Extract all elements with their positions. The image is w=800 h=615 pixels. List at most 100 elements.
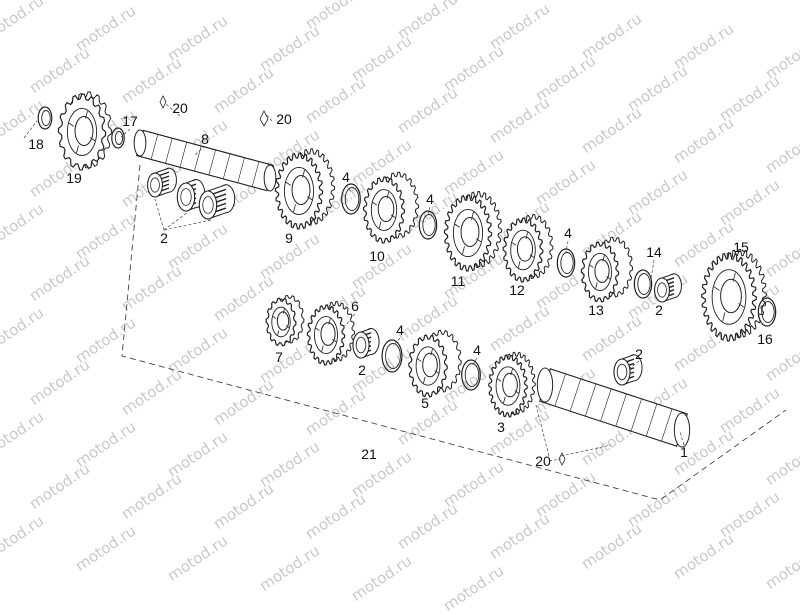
callout-10: 10 <box>369 248 385 264</box>
part-gear-15-spoke <box>732 272 736 282</box>
part-circlip-18-outer <box>37 106 53 130</box>
part-gear-11-spoke <box>462 246 465 255</box>
part-gear-15-web <box>711 269 747 325</box>
part-gear-3-bore <box>502 372 518 398</box>
leader-line <box>23 120 38 139</box>
part-bearing-2f <box>613 354 643 386</box>
part-circlip-4a-inner <box>344 187 360 211</box>
leader-line <box>629 360 640 369</box>
part-shaft-1-spline <box>630 398 642 432</box>
part-gear-11 <box>443 190 503 272</box>
part-gear-5-spoke <box>434 370 439 374</box>
part-gear-5-spoke <box>417 358 422 362</box>
part-circlip-4a <box>341 183 361 215</box>
callout-17: 17 <box>122 113 138 129</box>
frame-outline <box>121 164 787 501</box>
part-sprocket-19-spoke <box>68 122 74 127</box>
part-shaft-8-spline <box>222 153 231 179</box>
part-gear-13-spoke <box>595 282 598 289</box>
part-circlip-4d <box>381 339 403 373</box>
callout-18: 18 <box>28 136 44 152</box>
leader-line <box>471 357 478 367</box>
part-gear-3-spoke <box>510 368 513 376</box>
part-shaft-8-spline <box>237 157 245 183</box>
part-shaft-1-body <box>539 368 688 447</box>
part-gear-12-spoke <box>517 261 521 268</box>
callout-4-a: 4 <box>342 169 350 185</box>
part-circlip-4b <box>418 210 438 240</box>
part-bearing-2c-front <box>198 190 218 220</box>
part-gear-6-spoke <box>328 318 331 325</box>
part-bearing-2a <box>147 167 177 198</box>
part-gear-13-bore <box>594 259 610 283</box>
leader-line <box>548 458 562 462</box>
callout-11: 11 <box>450 273 466 289</box>
callout-12: 12 <box>509 282 525 298</box>
callout-13: 13 <box>588 302 604 318</box>
part-bearing-2f-front <box>613 358 631 386</box>
part-shaft-1-end-right <box>673 412 691 448</box>
callout-20-bottom: 20 <box>535 453 551 469</box>
leader-line <box>679 431 685 446</box>
part-gear-10 <box>362 171 420 244</box>
part-gear-6-web <box>314 315 338 355</box>
callout-21: 21 <box>361 446 377 462</box>
part-gear-6-spoke <box>315 327 320 331</box>
leader-line <box>265 113 273 122</box>
callout-2-lower-right: 2 <box>635 346 643 362</box>
part-gear-10-web <box>370 189 398 231</box>
callout-2-middle: 2 <box>358 362 366 378</box>
part-gear-15-spoke <box>738 303 745 308</box>
part-gear-13 <box>580 236 634 303</box>
part-shaft-8-spline <box>208 149 216 176</box>
leader-line <box>163 211 189 231</box>
part-gear-9-spoke <box>285 181 291 186</box>
part-gear-12-spoke <box>525 232 529 239</box>
part-gear-9-web <box>283 166 315 216</box>
leader-line <box>427 206 431 215</box>
part-gear-10-spoke <box>390 214 396 219</box>
leader-line <box>535 404 550 457</box>
part-sprocket-19-spoke <box>85 110 88 119</box>
part-pin-20c <box>558 452 566 466</box>
part-washer-14 <box>633 269 653 299</box>
part-bearing-2e-edge-top <box>360 328 372 333</box>
part-gear-11-spoke <box>476 238 482 243</box>
part-gear-11-bore <box>460 217 480 247</box>
leader-line <box>392 337 401 347</box>
part-shaft-8-end-right <box>263 164 277 192</box>
part-circlip-4e-outer <box>461 359 481 391</box>
callout-19: 19 <box>66 170 82 186</box>
part-gear-12-spoke <box>529 254 535 258</box>
part-gear-7-spoke <box>277 330 280 336</box>
part-gear-12 <box>502 213 554 283</box>
part-gear-10-bore <box>377 195 395 223</box>
part-shaft-1-spline <box>569 378 582 412</box>
callout-20-top-right: 20 <box>276 111 292 127</box>
part-circlip-4c-inner <box>560 252 574 274</box>
part-gear-3 <box>488 351 536 418</box>
part-gear-15 <box>701 248 767 342</box>
part-gear-13-spoke <box>606 276 611 280</box>
part-gear-9-spoke <box>302 169 305 178</box>
part-gear-12-spoke <box>511 242 517 246</box>
part-bearing-2b-front <box>176 182 196 212</box>
part-washer-14-outer <box>633 269 653 299</box>
part-gear-11-web <box>452 208 484 258</box>
callout-15: 15 <box>733 239 749 255</box>
part-circlip-4a-outer <box>341 183 361 215</box>
part-gear-3-spoke <box>497 378 502 382</box>
callout-2-left: 2 <box>160 230 168 246</box>
part-shaft-8-spline <box>251 161 260 187</box>
leader-lines <box>23 103 685 462</box>
part-bearing-2f-edge-top <box>621 354 635 360</box>
callout-20-top-left: 20 <box>172 100 188 116</box>
part-gear-6-bore <box>320 322 336 346</box>
part-gear-12-bore <box>516 236 534 262</box>
part-gear-9-spoke <box>307 196 313 201</box>
part-bearing-2b-edge-top <box>185 179 197 184</box>
part-bearing-2d <box>654 273 682 303</box>
part-circlip-4b-outer <box>418 210 438 240</box>
part-circlip-4c-outer <box>556 248 576 278</box>
part-gear-15-spoke <box>722 312 726 322</box>
